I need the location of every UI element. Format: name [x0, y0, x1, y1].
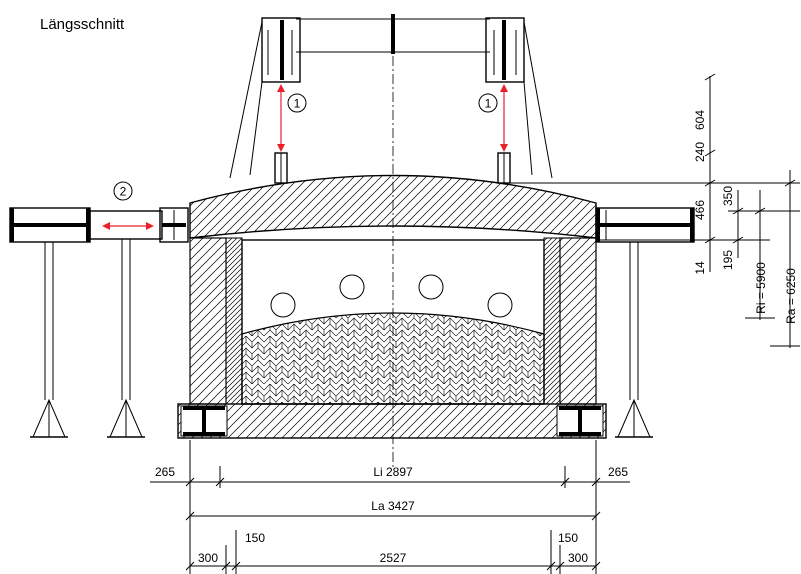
- dim-265-right: 265: [608, 465, 628, 479]
- dim-la: La 3427: [371, 499, 415, 513]
- marker-lift-left: 1: [287, 93, 307, 113]
- dim-ri: Ri = 5900: [754, 262, 768, 314]
- left-support-1: [30, 242, 68, 438]
- opening-2: [339, 274, 365, 300]
- dim-ra: Ra = 6250: [784, 268, 798, 324]
- lifting-frame: [229, 14, 553, 179]
- dim-300-right: 300: [568, 551, 588, 565]
- opening-4: [487, 292, 513, 318]
- opening-1: [270, 292, 296, 318]
- svg-text:1: 1: [294, 97, 301, 111]
- vertical-dimensions: 604 240 466 350 14 195 Ri = 5900 Ra = 62…: [510, 73, 800, 348]
- dim-265-left: 265: [155, 465, 175, 479]
- outer-wall-left: [189, 237, 227, 405]
- dim-150-right: 150: [558, 531, 578, 545]
- base-ibeam-right: [556, 405, 604, 437]
- inner-wall-left: [225, 237, 243, 405]
- dim-2527: 2527: [380, 551, 407, 565]
- outer-wall-right: [559, 237, 597, 405]
- svg-text:1: 1: [485, 97, 492, 111]
- inner-wall-right: [543, 237, 561, 405]
- marker-push: 2: [113, 181, 133, 201]
- dim-240: 240: [693, 142, 707, 162]
- left-support-2: [107, 239, 145, 438]
- dim-604: 604: [693, 110, 707, 130]
- drawing-title: Längsschnitt: [40, 16, 125, 33]
- dim-466: 466: [693, 200, 707, 220]
- marker-lift-right: 1: [478, 93, 498, 113]
- opening-3: [418, 274, 444, 300]
- horizontal-dimensions: 265 Li 2897 265 La 3427 150 150 300 2527…: [150, 440, 630, 574]
- left-rail: [9, 207, 189, 243]
- right-support: [615, 242, 653, 438]
- dim-li: Li 2897: [373, 465, 413, 479]
- dim-300-left: 300: [198, 551, 218, 565]
- base-slab: [177, 403, 607, 439]
- base-ibeam-left: [180, 405, 228, 437]
- dim-350: 350: [721, 186, 735, 206]
- right-rail: [595, 207, 695, 243]
- svg-text:2: 2: [120, 185, 127, 199]
- dim-150-left: 150: [245, 531, 265, 545]
- dim-14: 14: [693, 261, 707, 275]
- dim-195: 195: [721, 250, 735, 270]
